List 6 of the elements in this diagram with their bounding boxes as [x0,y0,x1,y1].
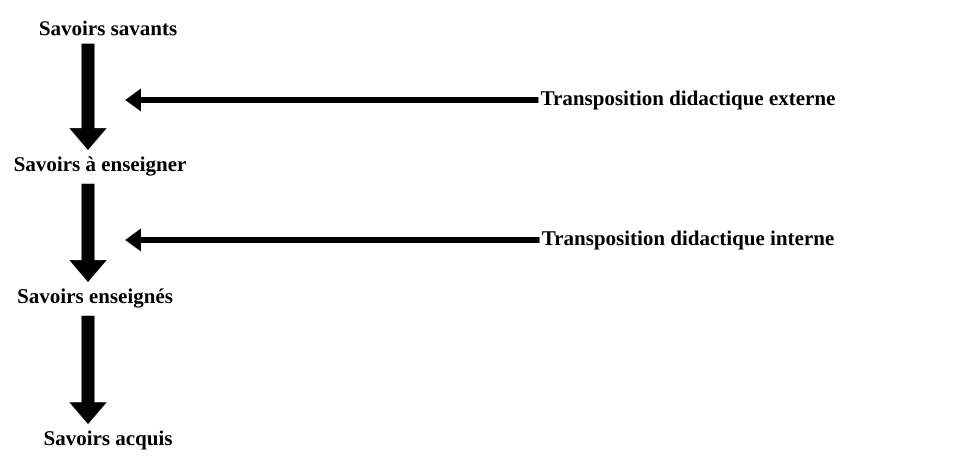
stage-label: Savoirs savants [40,20,177,36]
process-label: Transposition didactique interne [542,230,834,250]
stage-label: Savoirs à enseigner [14,156,186,176]
stage-label: Savoirs enseignés [18,288,172,308]
process-label: Transposition didactique externe [540,90,835,110]
stage-label: Savoirs acquis [44,430,172,450]
